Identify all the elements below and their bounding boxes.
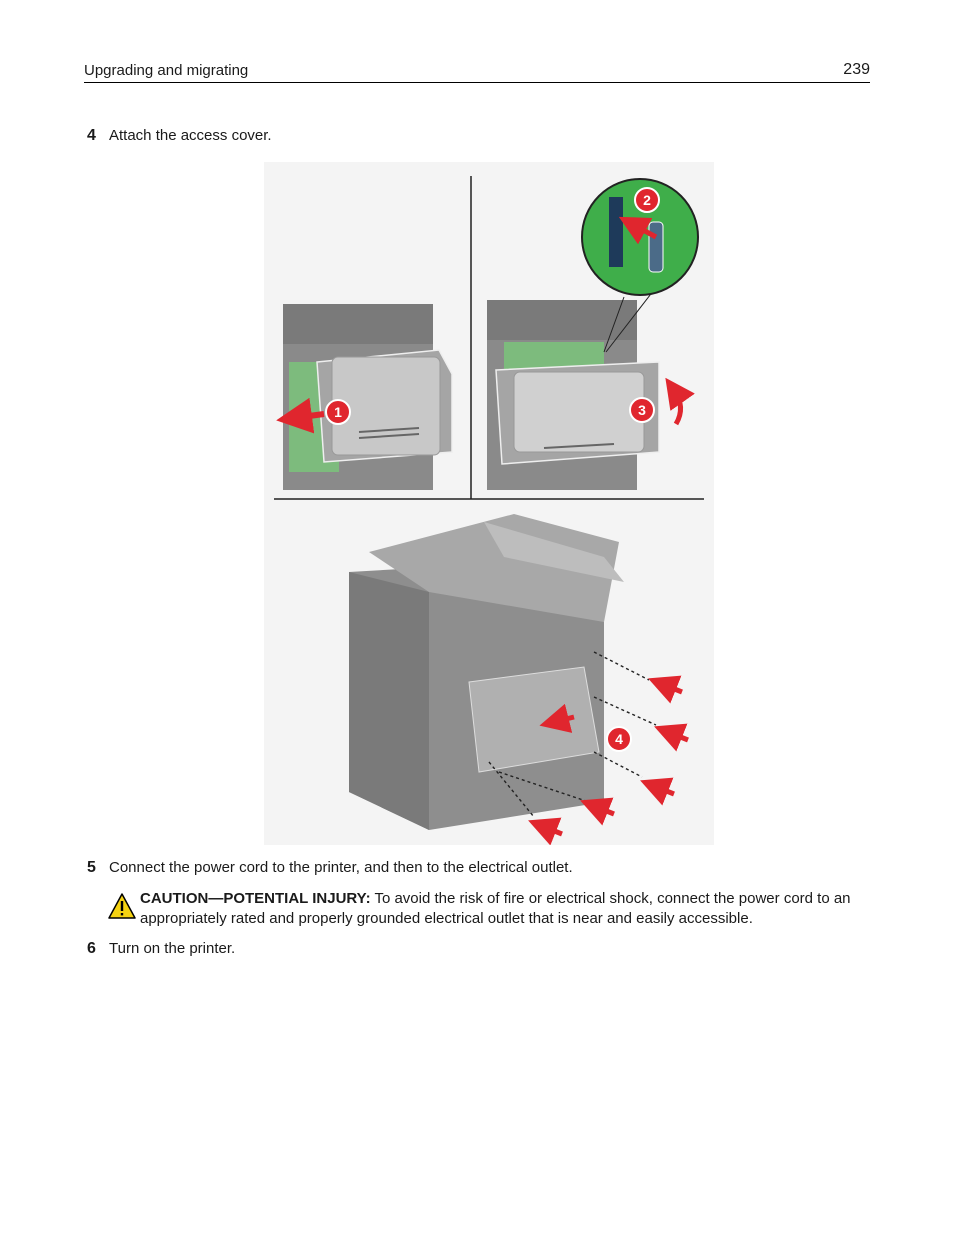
panel-attach-cover: 2 3 <box>487 178 699 490</box>
caution-text: CAUTION—POTENTIAL INJURY: To avoid the r… <box>140 889 878 929</box>
step-number: 5 <box>87 859 96 876</box>
caution-note: CAUTION—POTENTIAL INJURY: To avoid the r… <box>108 889 878 929</box>
panel-remove-cover: 1 <box>276 304 453 490</box>
callout-3 <box>629 397 655 423</box>
callout-4 <box>606 726 632 752</box>
caution-label: CAUTION—POTENTIAL INJURY: <box>140 890 371 907</box>
access-cover-illustration: 1 2 3 <box>264 162 714 845</box>
step-text: Turn on the printer. <box>109 940 236 957</box>
step-5: 5 Connect the power cord to the printer, … <box>87 859 573 877</box>
callout-label: 1 <box>334 404 342 420</box>
warning-icon <box>108 893 136 919</box>
step-number: 4 <box>87 127 96 144</box>
panel-screw-cover: 4 <box>349 514 689 845</box>
step-4: 4 Attach the access cover. <box>87 127 272 145</box>
callout-1 <box>325 399 351 425</box>
callout-label: 3 <box>638 402 646 418</box>
step-text: Attach the access cover. <box>109 127 272 144</box>
callout-label: 4 <box>615 731 623 747</box>
section-title: Upgrading and migrating <box>84 62 249 79</box>
step-6: 6 Turn on the printer. <box>87 940 235 958</box>
page-header: Upgrading and migrating 239 <box>84 60 870 83</box>
callout-label: 2 <box>643 192 651 208</box>
caution-body: To avoid the risk of fire or electrical … <box>140 890 851 927</box>
step-number: 6 <box>87 940 96 957</box>
step-text: Connect the power cord to the printer, a… <box>109 859 573 876</box>
page-number: 239 <box>843 61 870 78</box>
callout-2 <box>634 187 660 213</box>
